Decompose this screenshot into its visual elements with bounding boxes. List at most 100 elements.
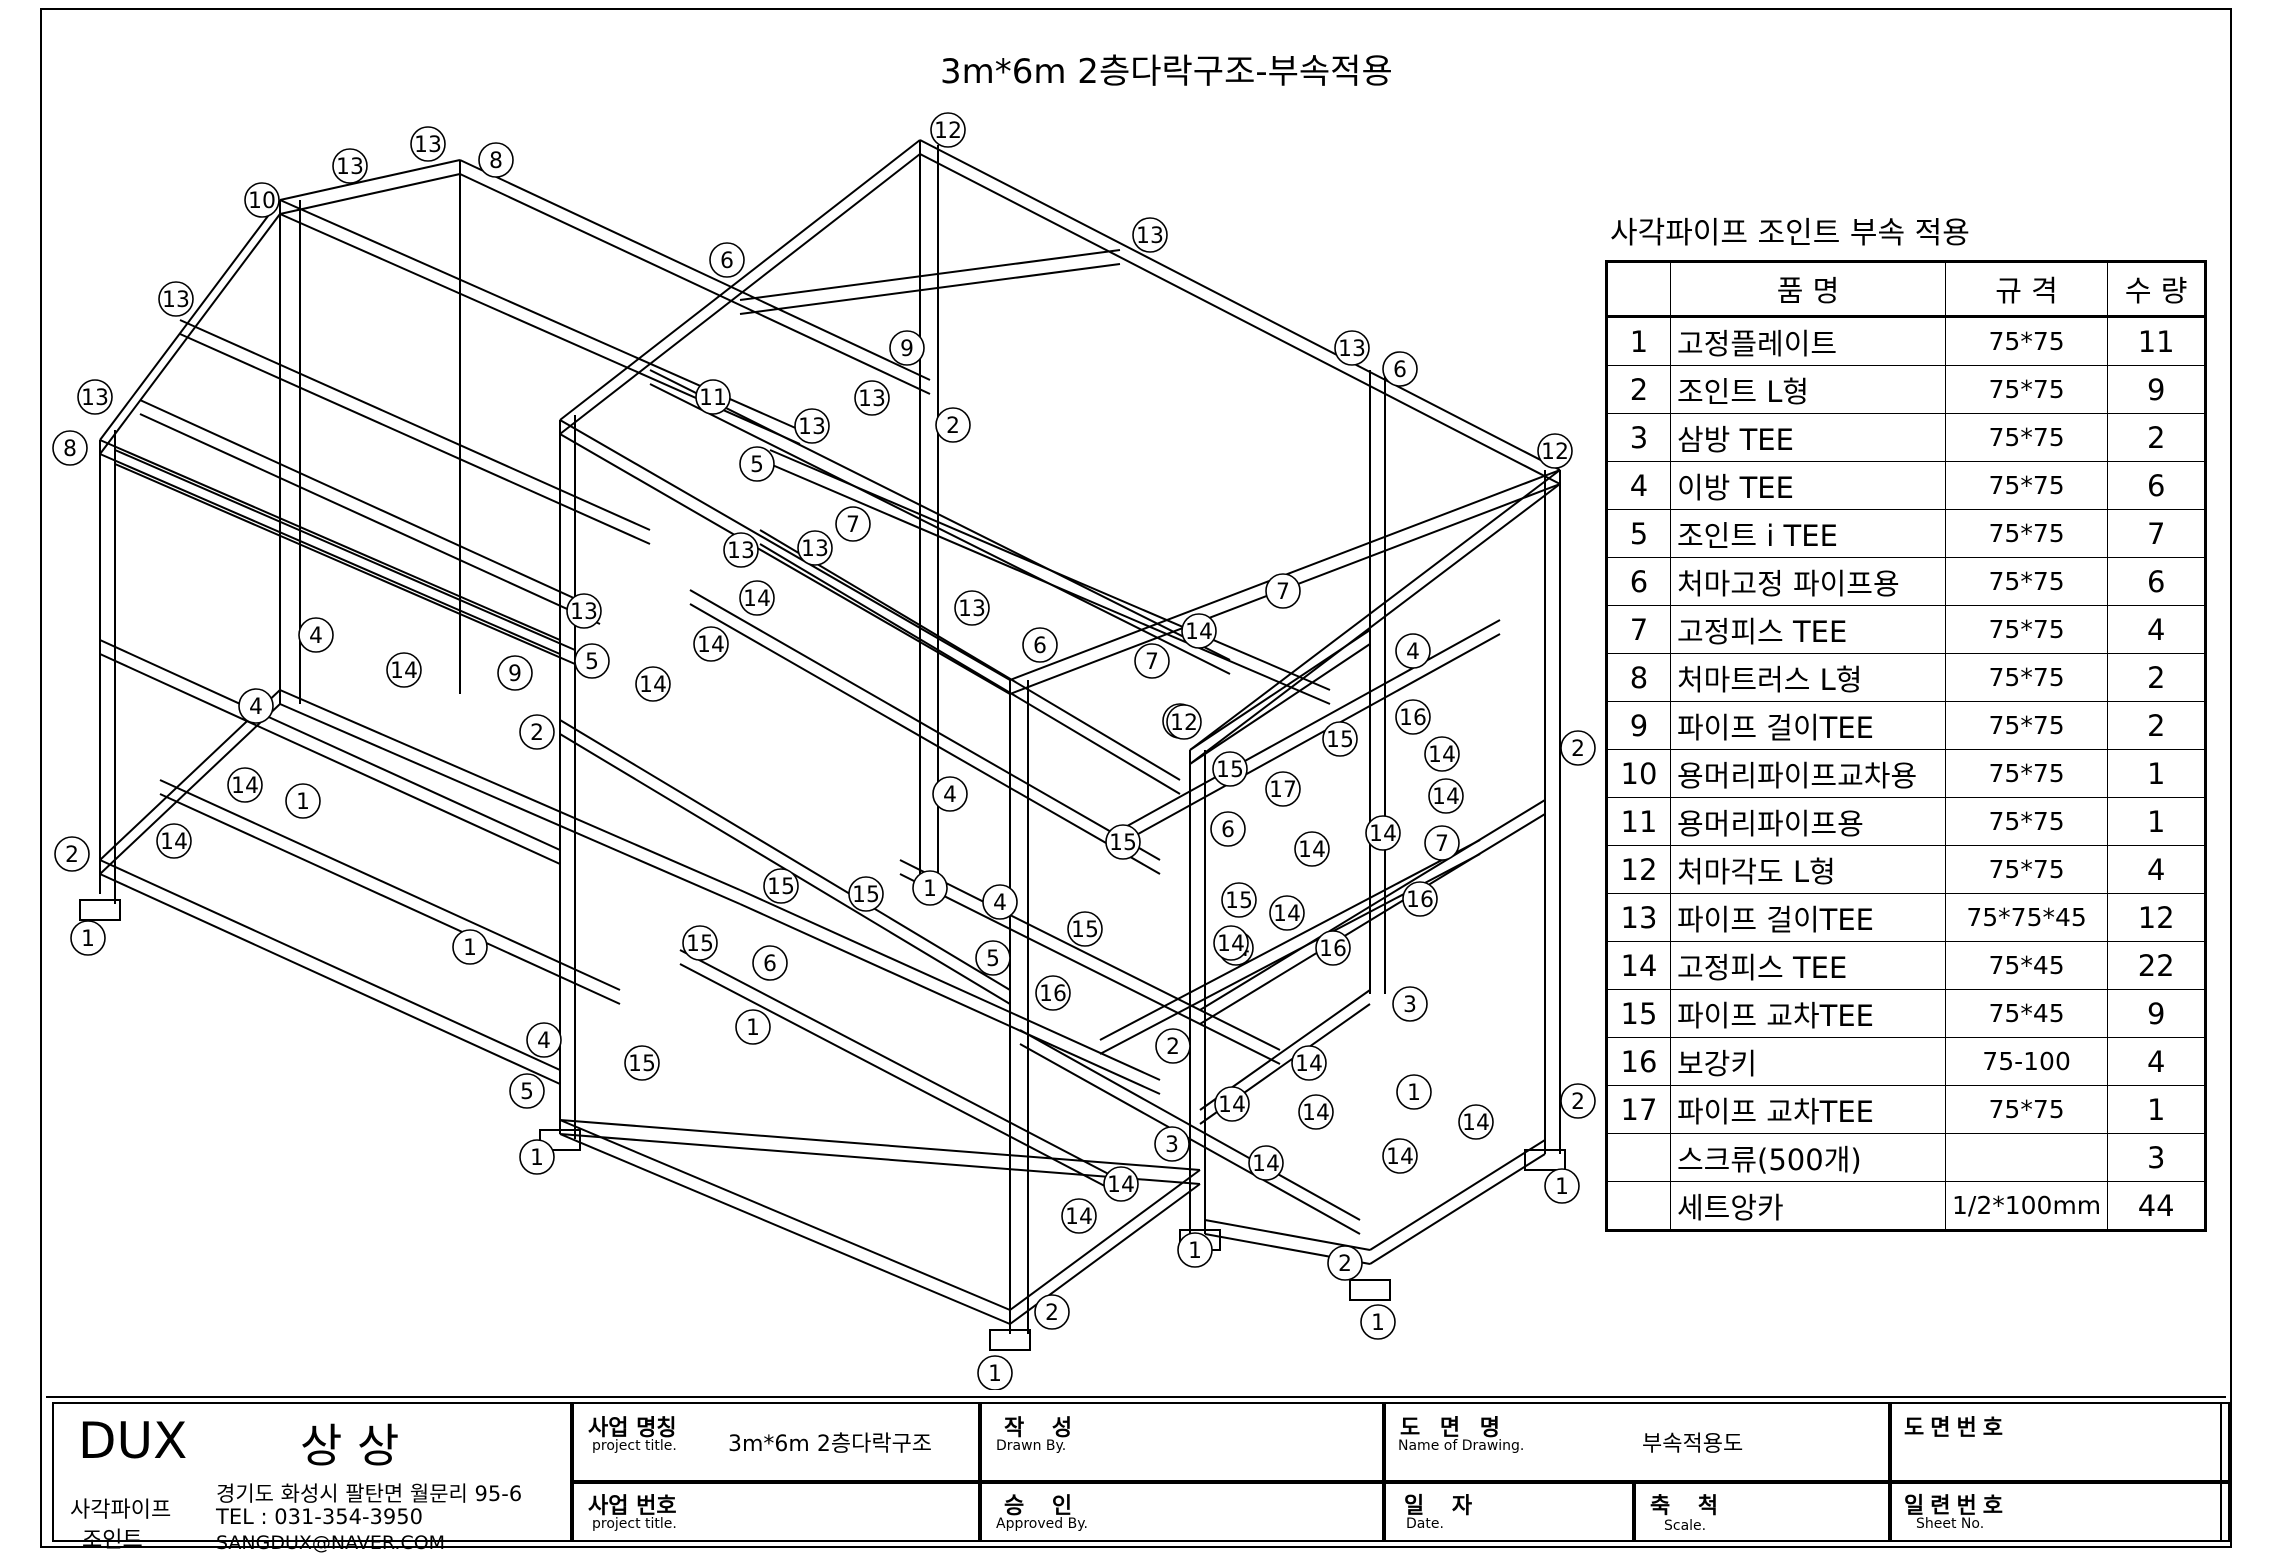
pipe-member	[159, 779, 621, 991]
bom-cell-name: 이방 TEE	[1670, 461, 1946, 510]
callout-balloon	[52, 430, 88, 466]
callout-number: 7	[846, 513, 860, 538]
callout-balloon	[227, 767, 263, 803]
bom-cell-qty: 12	[2107, 893, 2207, 942]
callout-number: 8	[63, 437, 77, 462]
callout-number: 4	[537, 1029, 551, 1054]
pipe-member	[114, 463, 576, 665]
callout-balloon	[635, 666, 671, 702]
callout-number: 2	[1571, 737, 1585, 762]
drawing-name-label: 도 면 명	[1400, 1416, 1507, 1441]
pipe-member	[99, 639, 561, 851]
bom-cell-qty: 9	[2107, 365, 2207, 414]
bom-cell-no	[1606, 1133, 1671, 1182]
callout-balloon	[1424, 825, 1460, 861]
callout-number: 2	[1045, 1301, 1059, 1326]
date-sub: Date.	[1406, 1516, 1444, 1532]
callout-balloon	[1544, 1168, 1580, 1204]
callout-number: 5	[986, 947, 1000, 972]
pipe-member	[559, 139, 921, 421]
pipe-member	[899, 859, 1281, 1051]
bom-cell-spec: 75*75	[1944, 653, 2109, 702]
callout-balloon	[954, 590, 990, 626]
callout-balloon	[1061, 1198, 1097, 1234]
title-block-top-rule	[46, 1396, 2226, 1398]
base-plate	[1349, 1279, 1391, 1301]
callout-balloon	[574, 643, 610, 679]
callout-balloon	[1134, 643, 1170, 679]
pipe-member	[689, 589, 1161, 861]
callout-number: 12	[1170, 711, 1198, 736]
callout-number: 3	[1165, 1133, 1179, 1158]
callout-number: 7	[1435, 832, 1449, 857]
bom-cell-no: 17	[1606, 1085, 1671, 1134]
callout-number: 16	[1399, 706, 1427, 731]
callout-number: 1	[746, 1016, 760, 1041]
callout-balloon	[1365, 815, 1401, 851]
callout-number: 14	[743, 587, 771, 612]
pipe-member	[739, 903, 1161, 1095]
bom-cell-qty: 4	[2107, 605, 2207, 654]
bom-cell-qty: 11	[2107, 316, 2207, 366]
scale-label: 축 척	[1650, 1494, 1729, 1519]
callout-number: 13	[162, 288, 190, 313]
callout-number: 1	[988, 1362, 1002, 1387]
callout-balloon	[1265, 573, 1301, 609]
callout-balloon	[975, 940, 1011, 976]
callout-number: 5	[520, 1080, 534, 1105]
callout-balloon	[723, 532, 759, 568]
callout-number: 16	[1406, 888, 1434, 913]
callout-balloon	[1248, 1145, 1284, 1181]
bom-cell-spec: 75*75	[1944, 1085, 2109, 1134]
bom-cell-spec: 75*75	[1944, 605, 2109, 654]
pipe-member	[559, 1133, 1201, 1185]
bom-cell-qty: 1	[2107, 749, 2207, 798]
pipe-member	[1009, 1169, 1201, 1311]
pipe-member	[1199, 813, 1546, 1025]
product-line-2: 조인트	[82, 1528, 143, 1553]
callout-number: 14	[1432, 785, 1460, 810]
callout-number: 15	[686, 932, 714, 957]
callout-number: 15	[767, 875, 795, 900]
pipe-member	[99, 703, 281, 875]
bom-cell-spec: 75*75	[1944, 797, 2109, 846]
bom-cell-name: 고정피스 TEE	[1670, 941, 1946, 990]
bom-cell-name: 처마고정 파이프용	[1670, 557, 1946, 606]
callout-number: 14	[1065, 1205, 1093, 1230]
pipe-member	[99, 873, 561, 1085]
pipe-member	[689, 603, 1161, 875]
pipe-member	[679, 963, 1121, 1195]
callout-balloon	[1360, 1304, 1396, 1340]
pipe-member	[159, 793, 621, 1005]
callout-number: 5	[750, 453, 764, 478]
callout-number: 3	[1403, 993, 1417, 1018]
bom-cell-qty: 22	[2107, 941, 2207, 990]
callout-balloon	[794, 408, 830, 444]
pipe-member	[99, 199, 281, 441]
drawing-no-label: 도면번호	[1904, 1416, 2009, 1441]
bom-cell-no: 12	[1606, 845, 1671, 894]
callout-balloon	[695, 379, 731, 415]
callout-number: 1	[1188, 1239, 1202, 1264]
pipe-member	[279, 689, 741, 891]
callout-number: 2	[1571, 1090, 1585, 1115]
bom-cell-qty: 6	[2107, 461, 2207, 510]
callout-balloon	[1155, 1028, 1191, 1064]
callout-balloon	[1067, 911, 1103, 947]
approved-sub: Approved By.	[996, 1516, 1088, 1532]
callout-number: 14	[1462, 1111, 1490, 1136]
callout-balloon	[156, 823, 192, 859]
bom-cell-spec: 1/2*100mm	[1944, 1181, 2109, 1231]
bom-cell-no	[1606, 1181, 1671, 1231]
pipe-member	[1119, 619, 1501, 831]
callout-balloon	[1560, 1083, 1596, 1119]
bom-cell-qty: 2	[2107, 701, 2207, 750]
bom-cell-spec: 75*45	[1944, 941, 2109, 990]
callout-number: 13	[801, 537, 829, 562]
callout-number: 14	[1386, 1145, 1414, 1170]
drawing-name-cell	[1384, 1402, 1890, 1482]
callout-balloon	[1424, 736, 1460, 772]
